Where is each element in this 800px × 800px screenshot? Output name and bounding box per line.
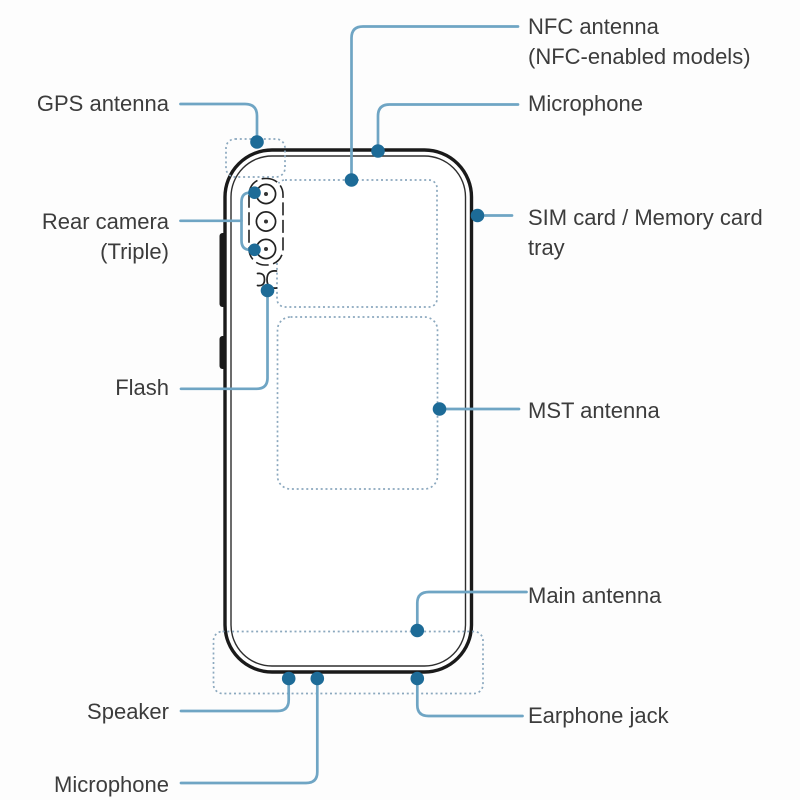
main-antenna-pointer-line bbox=[415, 590, 528, 631]
label-nfc-antenna-line2: (NFC-enabled models) bbox=[528, 44, 751, 69]
label-nfc-antenna-line1: NFC antenna bbox=[528, 14, 659, 39]
nfc-pointer-line bbox=[350, 25, 520, 180]
speaker-pointer-dot bbox=[281, 671, 296, 686]
nfc-pointer-dot bbox=[344, 173, 359, 187]
rear-camera-pointer-dot-bottom bbox=[248, 243, 261, 257]
gps-pointer-dot bbox=[250, 135, 264, 149]
label-microphone-top: Microphone bbox=[528, 91, 643, 116]
speaker-pointer-line bbox=[179, 678, 291, 713]
label-sim-tray: SIM card / Memory card tray bbox=[528, 203, 763, 263]
label-speaker: Speaker bbox=[87, 699, 169, 724]
label-mst-antenna: MST antenna bbox=[528, 398, 660, 423]
earphone-pointer-line bbox=[415, 678, 524, 718]
flash-pointer-dot bbox=[260, 283, 275, 298]
flash-pointer-line bbox=[179, 290, 269, 391]
main-antenna-pointer-dot bbox=[410, 623, 425, 638]
phone-outline bbox=[223, 148, 474, 674]
label-nfc-antenna: NFC antenna (NFC-enabled models) bbox=[528, 12, 751, 72]
label-sim-tray-line1: SIM card / Memory card bbox=[528, 205, 763, 230]
flash-icon bbox=[256, 272, 266, 287]
phone-inner-frame bbox=[230, 155, 467, 667]
camera-lens-middle-center bbox=[264, 219, 268, 224]
microphone-top-pointer-dot bbox=[371, 144, 385, 158]
mst-pointer-dot bbox=[432, 402, 447, 416]
label-main-antenna: Main antenna bbox=[528, 583, 662, 608]
camera-lens-top-center bbox=[264, 192, 268, 196]
microphone-top-pointer-line bbox=[376, 103, 520, 151]
label-rear-camera-line1: Rear camera bbox=[41, 209, 169, 234]
camera-lens-bottom-center bbox=[264, 247, 268, 251]
label-rear-camera-line2: (Triple) bbox=[100, 239, 169, 264]
microphone-bottom-pointer-dot bbox=[310, 671, 325, 686]
rear-camera-pointer-dot-top bbox=[248, 186, 261, 199]
rear-camera-bracket bbox=[240, 191, 256, 252]
label-flash: Flash bbox=[115, 375, 169, 400]
label-microphone-bottom: Microphone bbox=[54, 772, 169, 797]
label-earphone-jack: Earphone jack bbox=[528, 703, 669, 728]
microphone-bottom-pointer-line bbox=[179, 678, 319, 785]
earphone-pointer-dot bbox=[410, 671, 425, 686]
label-rear-camera: Rear camera (Triple) bbox=[42, 207, 169, 267]
sim-pointer-dot bbox=[470, 208, 485, 223]
label-sim-tray-line2: tray bbox=[528, 235, 565, 260]
main-antenna-region bbox=[212, 630, 484, 695]
label-gps-antenna: GPS antenna bbox=[36, 91, 169, 116]
gps-pointer-line bbox=[179, 102, 259, 139]
